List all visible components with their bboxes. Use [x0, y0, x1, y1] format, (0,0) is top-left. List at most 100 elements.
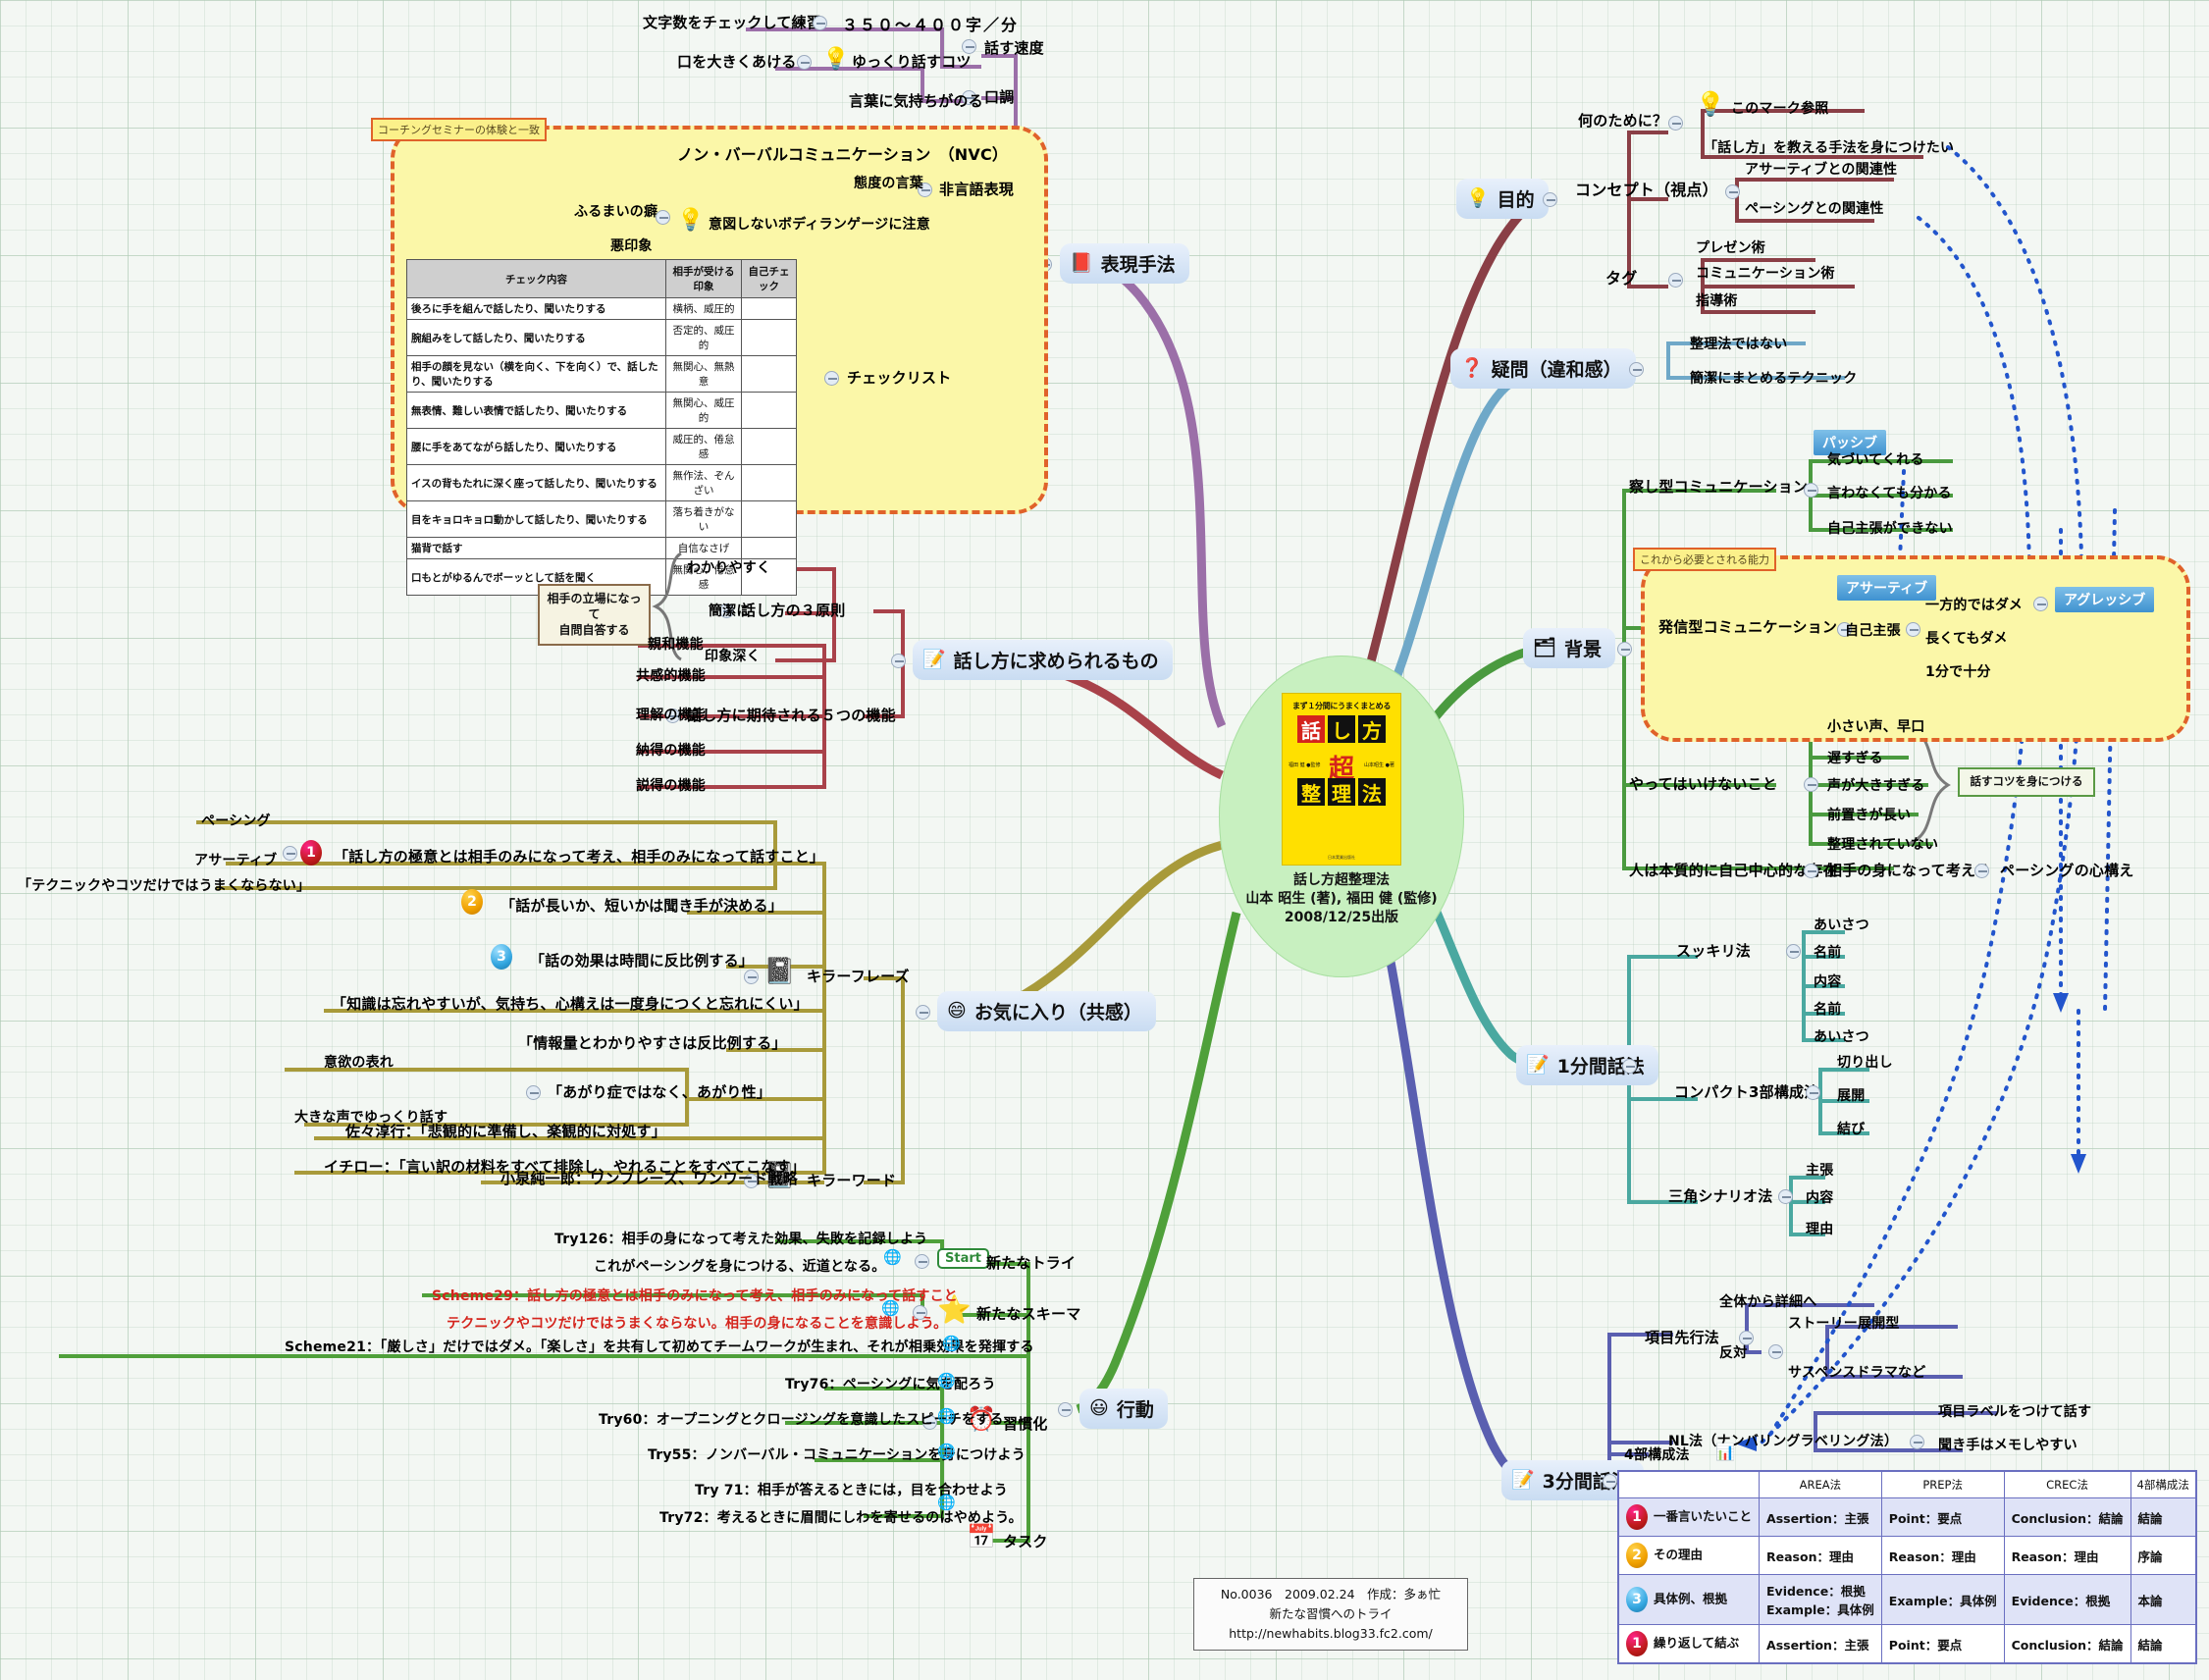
node-iyoku-araware[interactable]: 意欲の表れ: [324, 1055, 394, 1071]
node-kuchi-okiku[interactable]: 口を大きくあける: [677, 53, 797, 71]
branch-hyougen-shuhou[interactable]: 📕 表現手法: [1060, 243, 1189, 284]
node-tag-communication[interactable]: コミュニケーション術: [1696, 266, 1835, 282]
node-sukkiri-2[interactable]: 名前: [1814, 945, 1842, 961]
collapse-toggle-3gensoku[interactable]: [719, 604, 734, 618]
node-iwanakutemo[interactable]: 言わなくても分かる: [1827, 486, 1952, 501]
node-yukkuri-kotsu[interactable]: ゆっくり話すコツ: [852, 53, 972, 71]
node-scheme21[interactable]: Scheme21：「厳しさ」だけではダメ。「楽しさ」を共有して初めてチームワーク…: [285, 1339, 1034, 1355]
node-nvc[interactable]: ノン・バーバルコミュニケーション （NVC）: [677, 145, 1009, 164]
node-scheme29-l2[interactable]: テクニックやコツだけではうまくならない。相手の身になることを意識しよう。: [447, 1316, 948, 1332]
node-akuinshou[interactable]: 悪印象: [610, 238, 653, 254]
collapse-toggle-quote1[interactable]: [283, 846, 297, 861]
node-taido-kotoba[interactable]: 態度の言葉: [854, 176, 923, 191]
node-jiko-shuchou-dekinai[interactable]: 自己主張ができない: [1827, 521, 1953, 537]
cell-selfcheck[interactable]: [741, 500, 797, 538]
branch-haikei[interactable]: 🗂 背景: [1523, 628, 1616, 668]
node-aratana-try[interactable]: 新たなトライ: [986, 1254, 1077, 1272]
node-ookina-koe[interactable]: 大きな声でゆっくり話す: [294, 1110, 448, 1126]
node-ippouteki-dame[interactable]: 一方的ではダメ: [1925, 598, 2023, 613]
collapse-toggle-hitowa[interactable]: [1804, 864, 1818, 878]
node-assertive-kanrensei[interactable]: アサーティブとの関連性: [1745, 162, 1898, 178]
node-sukkiri-3[interactable]: 内容: [1814, 974, 1842, 990]
node-compact-3bu[interactable]: コンパクト3部構成法: [1674, 1083, 1819, 1101]
collapse-toggle-hantai[interactable]: [1768, 1344, 1783, 1359]
node-hantai[interactable]: 反対: [1719, 1345, 1748, 1361]
node-tag-shidou[interactable]: 指導術: [1696, 293, 1738, 309]
node-kizuite-kureru[interactable]: 気づいてくれる: [1827, 452, 1924, 468]
node-higengo-hyougen[interactable]: 非言語表現: [939, 181, 1015, 198]
collapse-toggle-nlhou[interactable]: [1910, 1435, 1924, 1449]
collapse-toggle-ippouteki[interactable]: [2033, 597, 2048, 611]
root-node[interactable]: まず１分間にうまくまとめる 話 し 方 超 福田 健 ●監修 山本昭生 ●著 整…: [1219, 656, 1464, 977]
node-suspense-drama[interactable]: サスペンスドラマなど: [1788, 1365, 1926, 1381]
node-chiisai-koe[interactable]: 小さい声、早口: [1827, 719, 1925, 735]
node-try126-l1[interactable]: Try126：相手の身になって考えた効果、失敗を記録しよう: [554, 1232, 928, 1247]
collapse-toggle-gokinou[interactable]: [665, 709, 680, 723]
cell-selfcheck[interactable]: [741, 558, 797, 596]
node-quote-3[interactable]: 「話の効果は時間に反比例する」: [530, 952, 755, 970]
collapse-toggle-mojicheck[interactable]: [813, 16, 827, 30]
collapse-toggle-aitenomi[interactable]: [1974, 864, 1989, 878]
node-quote-4[interactable]: 「知識は忘れやすいが、気持ち、心構えは一度身につくと忘れにくい」: [332, 995, 809, 1013]
node-furumai[interactable]: ふるまいの癖: [574, 204, 658, 220]
node-wakariyasuku[interactable]: わかりやすく: [687, 560, 771, 576]
node-hanasu-sokudo[interactable]: 話す速度: [984, 39, 1044, 57]
collapse-toggle-tag[interactable]: [1668, 273, 1683, 288]
collapse-toggle-koudou[interactable]: [1058, 1402, 1073, 1417]
node-quote-2[interactable]: 「話が長いか、短いかは聞き手が決める」: [500, 897, 783, 915]
cell-selfcheck[interactable]: [741, 428, 797, 465]
node-settoku-kinou[interactable]: 説得の機能: [636, 778, 706, 794]
node-quote-8[interactable]: イチロー：「言い訳の材料をすべて排除し、やれることをすべてこなす」: [324, 1158, 806, 1176]
node-aratana-schema[interactable]: 新たなスキーマ: [976, 1305, 1081, 1323]
collapse-toggle-ippun[interactable]: [1622, 1059, 1637, 1074]
cell-selfcheck[interactable]: [741, 355, 797, 393]
node-quote-7[interactable]: 佐々淳行：「悲観的に準備し、楽観的に対処す」: [345, 1123, 666, 1140]
branch-motomerareru[interactable]: 📝 話し方に求められるもの: [913, 640, 1173, 680]
collapse-toggle-shukanka[interactable]: [922, 1415, 937, 1430]
node-shuchou[interactable]: 主張: [1806, 1163, 1834, 1179]
collapse-toggle-newschema[interactable]: [913, 1305, 927, 1320]
node-try126-l2[interactable]: これがペーシングを身につける、近道となる。: [594, 1259, 886, 1275]
node-try72[interactable]: Try72：考えるときに眉間にしわを寄せるのはやめよう。: [659, 1510, 1023, 1526]
node-quote-5[interactable]: 「情報量とわかりやすさは反比例する」: [518, 1034, 787, 1052]
node-shukanka[interactable]: 習慣化: [1003, 1415, 1048, 1433]
node-nan-no-tame[interactable]: 何のために？: [1578, 112, 1668, 130]
collapse-toggle-satsushi[interactable]: [1804, 483, 1818, 498]
node-story-tenkai[interactable]: ストーリー展開型: [1788, 1316, 1900, 1332]
node-pacing-kokoro[interactable]: ペーシングの心構え: [2000, 862, 2134, 879]
branch-mokuteki[interactable]: 💡 目的: [1456, 179, 1549, 219]
collapse-toggle-compact[interactable]: [1806, 1085, 1820, 1100]
node-sukkiri-5[interactable]: あいさつ: [1814, 1029, 1869, 1045]
collapse-toggle-yattewa[interactable]: [1804, 777, 1818, 792]
node-assertive[interactable]: アサーティブ: [194, 853, 278, 868]
branch-okiniiri[interactable]: 😄 お気に入り（共感）: [937, 991, 1156, 1031]
node-killer-phrase[interactable]: キラーフレーズ: [807, 968, 910, 985]
collapse-toggle-bodylang[interactable]: [656, 210, 670, 225]
node-kikite-memo[interactable]: 聞き手はメモしやすい: [1938, 1438, 2078, 1453]
collapse-toggle-kuchou[interactable]: [962, 90, 976, 105]
node-sukkiri-hou[interactable]: スッキリ法: [1676, 942, 1752, 960]
node-nagakutemo-dame[interactable]: 長くてもダメ: [1925, 631, 2008, 647]
collapse-toggle-sankaku[interactable]: [1778, 1189, 1793, 1204]
cell-selfcheck[interactable]: [741, 392, 797, 429]
collapse-toggle-kuchiokiku[interactable]: [797, 55, 812, 70]
node-hanashikata-3gensoku[interactable]: 話し方の３原則: [741, 602, 846, 619]
node-nattoku-kinou[interactable]: 納得の機能: [636, 743, 706, 759]
node-tenkai[interactable]: 展開: [1837, 1088, 1866, 1104]
node-seirihou-dewanai[interactable]: 整理法ではない: [1690, 337, 1788, 352]
node-musubi[interactable]: 結び: [1837, 1122, 1866, 1137]
node-nl-hou[interactable]: NL法（ナンバリングラベリング法）: [1668, 1434, 1899, 1449]
node-4bu-kouseihou[interactable]: 4部構成法: [1624, 1447, 1690, 1463]
node-try55[interactable]: Try55：ノンバーバル・コミュニケーションを身につけよう: [648, 1447, 1026, 1463]
node-killer-word[interactable]: キラーワード: [807, 1172, 897, 1189]
node-try76[interactable]: Try76：ペーシングに気を配ろう: [785, 1377, 996, 1392]
node-killerword-koizumi[interactable]: 小泉純一郎：ワンフレーズ、ワンワード戦略: [500, 1170, 798, 1187]
node-rikai-kinou[interactable]: 理解の機能: [636, 708, 706, 723]
node-koumoku-label[interactable]: 項目ラベルをつけて話す: [1938, 1404, 2092, 1420]
node-yatte-wa-ikenai[interactable]: やってはいけないこと: [1629, 775, 1777, 793]
collapse-toggle-newtry[interactable]: [915, 1254, 929, 1269]
cell-selfcheck[interactable]: [741, 297, 797, 320]
node-try71[interactable]: Try 71：相手が答えるときには，目を合わせよう: [695, 1483, 1008, 1498]
collapse-toggle-checklist[interactable]: [824, 371, 839, 386]
cell-selfcheck[interactable]: [741, 319, 797, 356]
